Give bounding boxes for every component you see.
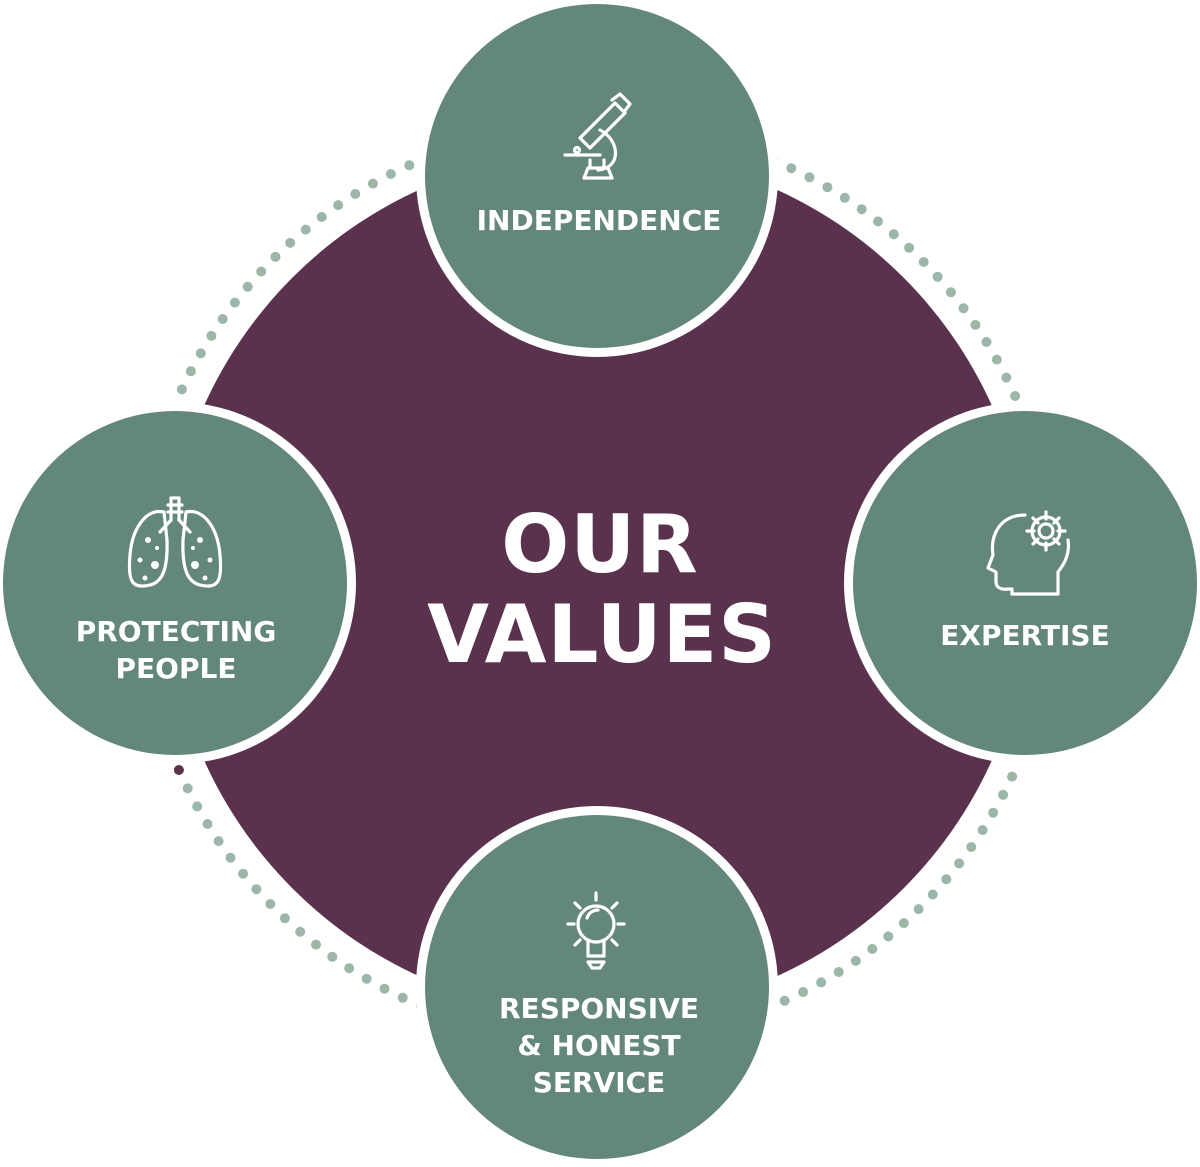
ring-dot	[279, 913, 290, 924]
microscope-icon	[563, 92, 632, 180]
ring-dot	[176, 384, 187, 395]
ring-dot	[883, 931, 894, 942]
ring-dot	[966, 842, 977, 852]
ring-dot	[988, 807, 999, 818]
ring-dot	[913, 904, 924, 915]
ring-dot	[251, 884, 262, 895]
ring-dot	[867, 944, 878, 954]
value-label-responsive-line-2: & HONEST	[517, 1029, 680, 1062]
ring-dot	[350, 189, 361, 199]
lungs-spots	[137, 537, 213, 581]
ring-dot	[958, 303, 969, 314]
ring-dot	[941, 874, 952, 885]
ring-dot	[888, 229, 899, 240]
ring-dot	[182, 783, 193, 794]
ring-dot	[270, 251, 281, 262]
value-label-independence: INDEPENDENCE	[477, 204, 722, 237]
ring-dot	[379, 983, 390, 994]
ring-dot	[225, 852, 236, 863]
value-label-expertise: EXPERTISE	[940, 619, 1109, 652]
lightbulb-icon	[566, 891, 626, 970]
ring-dot	[954, 858, 965, 869]
ring-dot	[833, 967, 844, 977]
ring-dot	[932, 271, 943, 282]
ring-dot	[404, 160, 415, 171]
ring-dot	[344, 963, 355, 974]
ring-dot	[945, 287, 956, 298]
value-label-responsive-line-1: RESPONSIVE	[499, 992, 699, 1025]
ring-dot	[804, 172, 815, 183]
ring-dot	[361, 973, 372, 984]
ring-dot	[798, 987, 809, 997]
lungs-icon	[127, 496, 223, 588]
ring-dot	[786, 163, 797, 174]
ring-dot	[333, 200, 344, 211]
ring-dot	[385, 169, 396, 179]
ring-dot	[213, 836, 224, 847]
ring-dot	[202, 819, 213, 829]
ring-dot	[839, 192, 850, 203]
value-label-protecting-line-1: PROTECTING	[76, 615, 277, 648]
value-node-protecting-people: PROTECTING PEOPLE	[0, 402, 356, 764]
ring-dot	[991, 354, 1002, 365]
ring-dot	[327, 951, 338, 962]
ring-dot	[1010, 391, 1021, 401]
ring-dot	[242, 281, 253, 292]
node-circle	[425, 4, 769, 348]
node-circle	[425, 815, 769, 1159]
ring-dot	[822, 182, 833, 193]
ring-dot	[1007, 771, 1018, 782]
ring-dot	[898, 918, 909, 929]
ring-dot	[256, 266, 267, 277]
value-node-independence: INDEPENDENCE	[416, 0, 778, 357]
head-gear-icon	[986, 510, 1071, 596]
ring-dot	[904, 242, 915, 253]
ring-dot	[970, 319, 981, 330]
ring-dot	[311, 939, 321, 950]
ring-dot	[316, 212, 327, 222]
ring-dot	[238, 868, 249, 879]
ring-dot	[816, 977, 827, 988]
ring-dot	[229, 297, 240, 308]
ring-dot	[195, 348, 206, 359]
ring-dot	[850, 955, 861, 966]
value-node-expertise: EXPERTISE	[844, 402, 1200, 764]
value-label-protecting-line-2: PEOPLE	[116, 652, 237, 685]
ring-dot	[397, 992, 408, 1003]
ring-dot	[300, 224, 311, 235]
center-title-line-2: VALUES	[427, 588, 777, 681]
ring-dot	[217, 314, 228, 324]
ring-dot	[856, 204, 867, 215]
ring-dot	[981, 337, 992, 347]
node-circle	[3, 411, 347, 755]
center-circle	[166, 151, 1030, 1015]
ring-dot	[185, 366, 196, 377]
ring-dot	[977, 825, 988, 836]
ring-dot-accent	[173, 765, 184, 775]
node-circle	[853, 411, 1197, 755]
ring-dot	[295, 926, 306, 937]
ring-dot	[206, 330, 217, 341]
ring-dot	[285, 237, 296, 248]
ring-dot	[998, 789, 1009, 800]
center-title-line-1: OUR	[501, 498, 699, 591]
ring-dot	[367, 178, 378, 189]
value-label-responsive-line-3: SERVICE	[533, 1066, 666, 1099]
ring-dot	[927, 889, 938, 900]
ring-dot	[265, 899, 276, 909]
ring-dot	[192, 801, 203, 812]
ring-dot	[918, 257, 929, 267]
ring-dot	[779, 995, 790, 1006]
value-node-responsive-honest-service: RESPONSIVE & HONEST SERVICE	[416, 806, 778, 1167]
ring-dot	[873, 216, 883, 227]
ring-dot	[1001, 372, 1012, 383]
